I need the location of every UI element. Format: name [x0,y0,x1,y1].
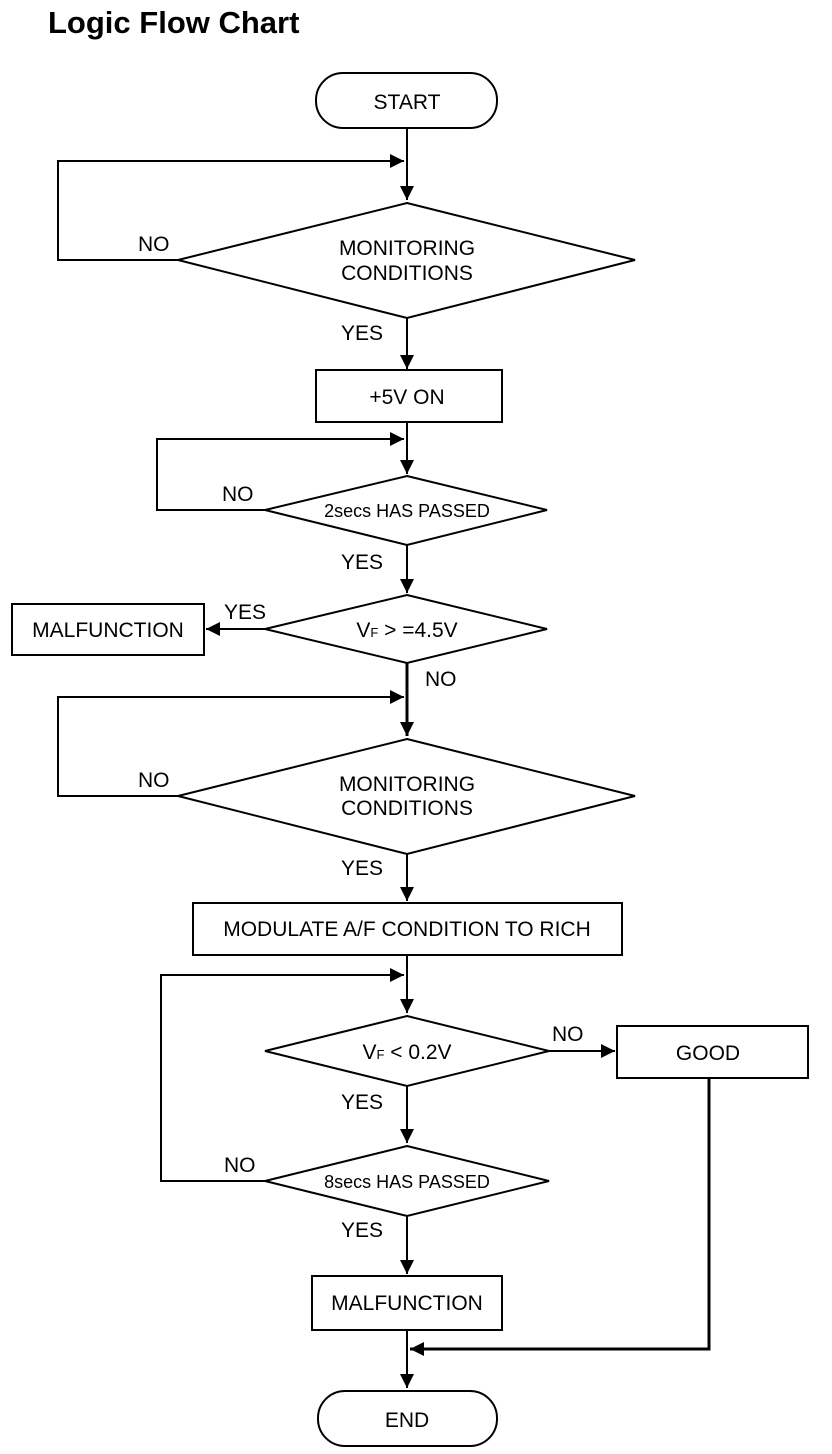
edge-label-8secs-yes: YES [341,1219,383,1242]
malfunction-1-label: MALFUNCTION [32,619,184,642]
modulate-label: MODULATE A/F CONDITION TO RICH [223,918,591,941]
vf-ge-main: V [356,619,370,642]
loop-8secs-no [160,968,404,1182]
malfunction-2-label: MALFUNCTION [331,1292,483,1315]
monitoring-2-line1: MONITORING [339,773,475,796]
monitoring-2-line2: CONDITIONS [341,797,473,820]
edge-label-vf-lt-no: NO [552,1023,584,1046]
loop-monitoring-2-no [57,690,404,797]
5v-on-label: +5V ON [369,386,444,409]
loop-2secs-no [156,432,404,511]
edge-label-2secs-yes: YES [341,551,383,574]
connector-good-to-end [410,1078,711,1356]
process-malfunction-1 [11,603,205,656]
decision-monitoring-conditions-1 [177,201,636,320]
monitoring-1-line2: CONDITIONS [341,262,473,285]
loop-monitoring-1-no [57,154,404,261]
vf-ge-label: VF > =4.5V [356,619,457,642]
vf-ge-sub: F [370,625,378,640]
edge-label-8secs-no: NO [224,1154,256,1177]
process-modulate-af-rich [192,902,623,956]
edge-label-monitoring-1-yes: YES [341,322,383,345]
vf-lt-sub: F [376,1047,384,1062]
vf-lt-label: VF < 0.2V [362,1041,451,1064]
monitoring-1-line1: MONITORING [339,237,475,260]
edge-label-vf-lt-yes: YES [341,1091,383,1114]
edge-label-2secs-no: NO [222,483,254,506]
process-5v-on [315,369,503,423]
start-label: START [374,91,441,114]
8secs-label: 8secs HAS PASSED [324,1172,490,1192]
vf-lt-main: V [362,1041,376,1064]
process-good [616,1025,809,1079]
2secs-label: 2secs HAS PASSED [324,501,490,521]
good-label: GOOD [676,1042,740,1065]
page-title: Logic Flow Chart [48,5,299,40]
vf-ge-rest: > =4.5V [378,619,457,642]
edge-label-monitoring-2-no: NO [138,769,170,792]
end-terminal [317,1390,498,1447]
end-label: END [385,1409,429,1432]
edge-label-vf-ge-no: NO [425,668,457,691]
edge-label-vf-ge-yes: YES [224,601,266,624]
vf-lt-rest: < 0.2V [384,1041,451,1064]
process-malfunction-2 [311,1275,503,1331]
edge-label-monitoring-1-no: NO [138,233,170,256]
edge-label-monitoring-2-yes: YES [341,857,383,880]
